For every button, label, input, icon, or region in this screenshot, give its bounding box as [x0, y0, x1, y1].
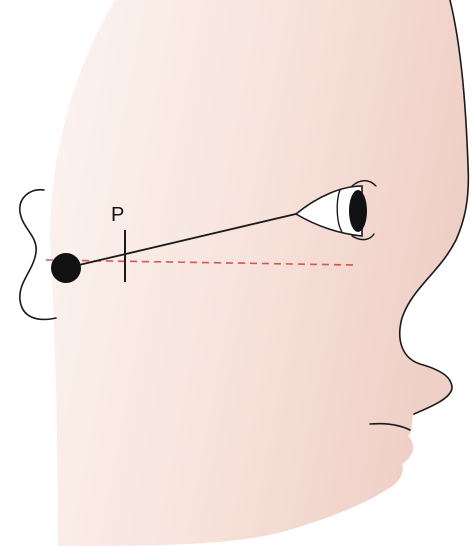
ear-point — [51, 253, 81, 283]
ear-outline — [20, 190, 56, 320]
face-profile — [50, 0, 468, 546]
point-p-label: P — [111, 204, 124, 226]
